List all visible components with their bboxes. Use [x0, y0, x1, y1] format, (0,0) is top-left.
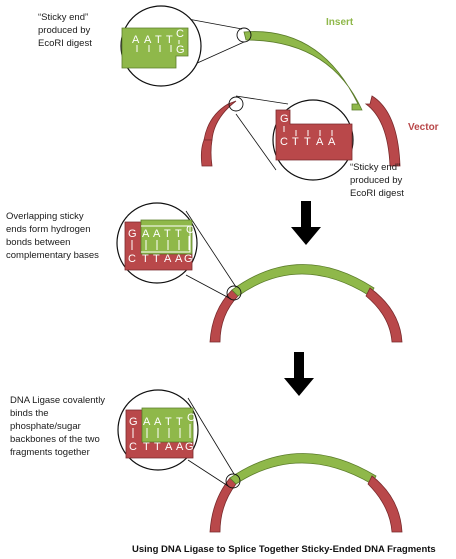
vector-arc-left-2 [209, 289, 239, 343]
svg-text:T: T [153, 253, 160, 265]
insert-end-base: G [176, 44, 185, 56]
insert-base-1: A [132, 34, 140, 46]
vector-arc-left [203, 100, 237, 141]
zoom-circle-insert: A A T T C G [120, 5, 202, 87]
svg-text:A: A [175, 253, 183, 265]
sticky-end-label-1: “Sticky end” produced by EcoRI digest [38, 12, 93, 49]
vector-start-base: G [280, 113, 289, 125]
svg-text:T: T [164, 228, 171, 240]
insert-label: Insert [326, 17, 354, 28]
svg-text:C: C [187, 412, 195, 424]
vector-base-4: A [316, 136, 324, 148]
vector-base-2: T [292, 136, 299, 148]
insert-base-3: T [155, 34, 162, 46]
svg-text:G: G [129, 416, 138, 428]
insert-arc-3 [229, 453, 377, 485]
vector-base-3: T [304, 136, 311, 148]
down-arrow-icon [284, 352, 314, 396]
vector-base-5: A [328, 136, 336, 148]
insert-arc [243, 31, 363, 111]
sticky-end-label-2: “Sticky end” produced by EcoRI digest [350, 162, 405, 199]
svg-text:A: A [143, 416, 151, 428]
svg-text:G: G [185, 441, 194, 453]
vector-arc-left-lower [200, 139, 213, 167]
svg-text:A: A [165, 441, 173, 453]
svg-text:A: A [176, 441, 184, 453]
svg-text:A: A [153, 228, 161, 240]
step3-note: DNA Ligase covalently binds the phosphat… [10, 395, 108, 458]
svg-text:G: G [184, 253, 193, 265]
svg-text:G: G [128, 228, 137, 240]
vector-label: Vector [408, 122, 439, 133]
insert-base-5: C [176, 28, 184, 40]
merged-bases-2: G A A T T C C T T A A G [129, 412, 195, 453]
insert-base-4: T [166, 34, 173, 46]
svg-text:T: T [176, 416, 183, 428]
svg-text:T: T [143, 441, 150, 453]
svg-text:C: C [129, 441, 137, 453]
vector-arc-right-2 [365, 287, 403, 343]
svg-text:A: A [164, 253, 172, 265]
step2-note: Overlapping sticky ends form hydrogen bo… [6, 211, 99, 261]
zoom-circle-vector: G C T T A A [272, 99, 354, 181]
figure-caption: Using DNA Ligase to Splice Together Stic… [132, 544, 436, 555]
down-arrow-icon [291, 201, 321, 245]
svg-text:T: T [175, 228, 182, 240]
vector-arc-left-3 [209, 477, 237, 533]
merged-bases-1: G A A T T C C T T A A G [128, 224, 194, 265]
svg-text:T: T [154, 441, 161, 453]
svg-text:C: C [186, 224, 194, 236]
svg-text:A: A [154, 416, 162, 428]
svg-text:T: T [142, 253, 149, 265]
insert-arc-2 [231, 264, 375, 297]
vector-arc-right-3 [367, 475, 403, 533]
vector-base-1: C [280, 136, 288, 148]
svg-text:T: T [165, 416, 172, 428]
svg-text:A: A [142, 228, 150, 240]
vector-arc-right [364, 95, 401, 167]
svg-text:C: C [128, 253, 136, 265]
insert-base-2: A [144, 34, 152, 46]
